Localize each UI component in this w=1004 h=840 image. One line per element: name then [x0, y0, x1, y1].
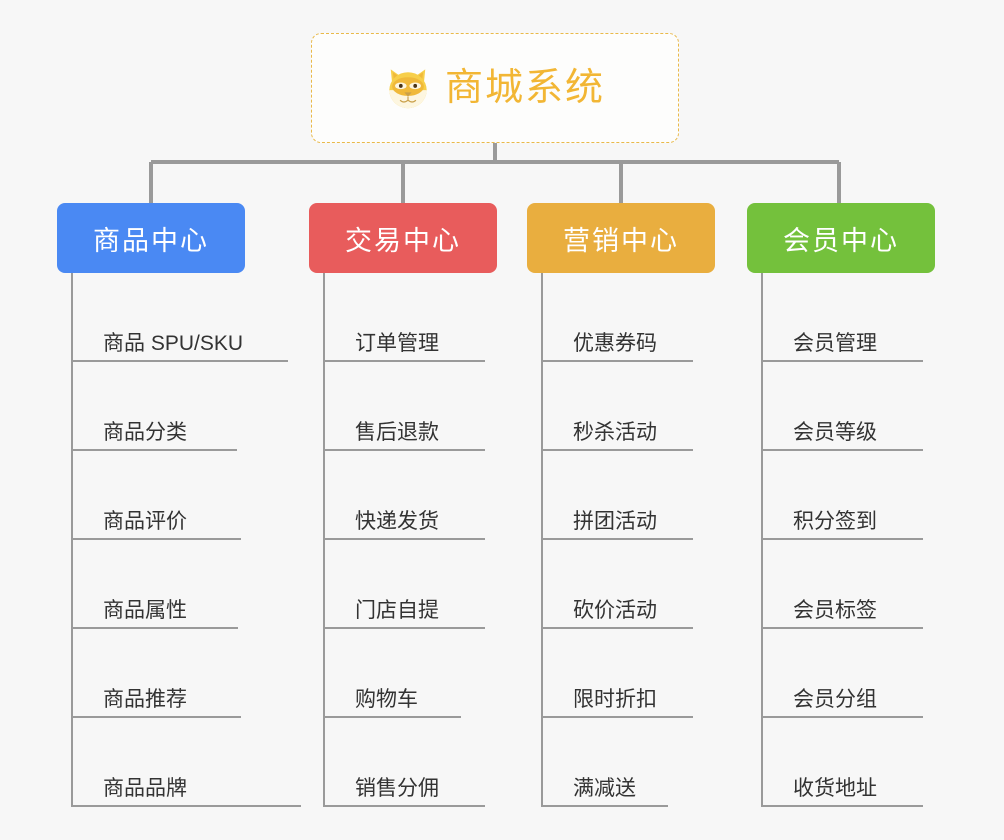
leaf-item[interactable]: 商品 SPU/SKU: [73, 273, 288, 362]
leaf-item[interactable]: 订单管理: [325, 273, 497, 362]
leaf-underline: [325, 805, 485, 807]
leaf-underline: [73, 360, 288, 362]
branch-column-2: 营销中心优惠券码秒杀活动拼团活动砍价活动限时折扣满减送: [527, 203, 715, 807]
leaf-underline: [763, 538, 923, 540]
leaf-underline: [73, 716, 241, 718]
leaf-item-label: 门店自提: [355, 598, 439, 622]
category-header-label: 营销中心: [563, 225, 679, 256]
category-header-label: 商品中心: [93, 225, 209, 256]
leaf-item[interactable]: 积分签到: [763, 451, 935, 540]
leaf-item[interactable]: 销售分佣: [325, 718, 497, 807]
category-header-member-center[interactable]: 会员中心: [747, 203, 935, 273]
leaf-item[interactable]: 拼团活动: [543, 451, 715, 540]
category-header-product-center[interactable]: 商品中心: [57, 203, 245, 273]
leaf-item[interactable]: 收货地址: [763, 718, 935, 807]
leaf-list-member-center: 会员管理会员等级积分签到会员标签会员分组收货地址: [761, 273, 935, 807]
leaf-item[interactable]: 商品品牌: [73, 718, 301, 807]
leaf-item[interactable]: 购物车: [325, 629, 497, 718]
leaf-underline: [763, 627, 923, 629]
leaf-item[interactable]: 商品属性: [73, 540, 245, 629]
leaf-item[interactable]: 会员管理: [763, 273, 935, 362]
leaf-underline: [763, 805, 923, 807]
leaf-item[interactable]: 快递发货: [325, 451, 497, 540]
leaf-item[interactable]: 会员分组: [763, 629, 935, 718]
leaf-underline: [543, 449, 693, 451]
leaf-item[interactable]: 优惠券码: [543, 273, 715, 362]
leaf-item[interactable]: 商品评价: [73, 451, 245, 540]
leaf-item-label: 订单管理: [355, 331, 439, 355]
branch-column-0: 商品中心商品 SPU/SKU 商品分类商品评价商品属性商品推荐商品品牌: [57, 203, 301, 807]
leaf-item-label: 商品品牌: [103, 776, 187, 800]
leaf-underline: [543, 627, 693, 629]
leaf-item-label: 砍价活动: [573, 598, 657, 622]
leaf-underline: [325, 538, 485, 540]
leaf-item-label: 会员管理: [793, 331, 877, 355]
leaf-underline: [73, 538, 241, 540]
leaf-item-label: 快递发货: [355, 509, 439, 533]
leaf-item-label: 优惠券码: [573, 331, 657, 355]
leaf-underline: [543, 360, 693, 362]
leaf-item[interactable]: 商品推荐: [73, 629, 245, 718]
leaf-underline: [763, 716, 923, 718]
leaf-underline: [73, 627, 238, 629]
category-header-label: 交易中心: [345, 225, 461, 256]
leaf-item-label: 收货地址: [793, 776, 877, 800]
leaf-underline: [73, 805, 301, 807]
category-header-marketing-center[interactable]: 营销中心: [527, 203, 715, 273]
leaf-item-label: 满减送: [573, 776, 636, 800]
leaf-underline: [325, 360, 485, 362]
leaf-underline: [763, 449, 923, 451]
leaf-underline: [543, 538, 693, 540]
leaf-underline: [543, 805, 668, 807]
leaf-item-label: 积分签到: [793, 509, 877, 533]
leaf-list-marketing-center: 优惠券码秒杀活动拼团活动砍价活动限时折扣满减送: [541, 273, 715, 807]
leaf-item[interactable]: 会员等级: [763, 362, 935, 451]
root-title: 商城系统: [444, 67, 605, 109]
leaf-item[interactable]: 商品分类: [73, 362, 245, 451]
leaf-item-label: 商品属性: [103, 598, 187, 622]
leaf-item-label: 会员分组: [793, 687, 877, 711]
category-header-trade-center[interactable]: 交易中心: [309, 203, 497, 273]
leaf-underline: [325, 449, 485, 451]
leaf-underline: [763, 360, 923, 362]
root-node[interactable]: 商城系统: [311, 33, 679, 143]
leaf-item-label: 购物车: [355, 687, 418, 711]
leaf-item-label: 商品评价: [103, 509, 187, 533]
leaf-underline: [325, 716, 461, 718]
leaf-item-label: 商品 SPU/SKU: [103, 331, 244, 355]
leaf-item-label: 会员标签: [793, 598, 877, 622]
leaf-underline: [325, 627, 485, 629]
leaf-underline: [543, 716, 693, 718]
leaf-list-trade-center: 订单管理售后退款快递发货门店自提购物车销售分佣: [323, 273, 497, 807]
leaf-item-label: 会员等级: [793, 420, 877, 444]
leaf-item-label: 销售分佣: [355, 776, 439, 800]
leaf-item-label: 售后退款: [355, 420, 439, 444]
leaf-item-label: 商品推荐: [103, 687, 187, 711]
leaf-item[interactable]: 门店自提: [325, 540, 497, 629]
leaf-item-label: 商品分类: [103, 420, 187, 444]
leaf-item[interactable]: 会员标签: [763, 540, 935, 629]
shiba-inu-dog-face-icon: [389, 69, 427, 109]
leaf-item[interactable]: 售后退款: [325, 362, 497, 451]
leaf-item[interactable]: 限时折扣: [543, 629, 715, 718]
branch-column-3: 会员中心会员管理会员等级积分签到会员标签会员分组收货地址: [747, 203, 935, 807]
leaf-item[interactable]: 秒杀活动: [543, 362, 715, 451]
leaf-item[interactable]: 满减送: [543, 718, 715, 807]
category-header-label: 会员中心: [783, 225, 899, 256]
leaf-list-product-center: 商品 SPU/SKU 商品分类商品评价商品属性商品推荐商品品牌: [71, 273, 301, 807]
branch-column-1: 交易中心订单管理售后退款快递发货门店自提购物车销售分佣: [309, 203, 497, 807]
leaf-underline: [73, 449, 237, 451]
leaf-item-label: 拼团活动: [573, 509, 657, 533]
leaf-item[interactable]: 砍价活动: [543, 540, 715, 629]
leaf-item-label: 限时折扣: [573, 687, 657, 711]
leaf-item-label: 秒杀活动: [573, 420, 657, 444]
